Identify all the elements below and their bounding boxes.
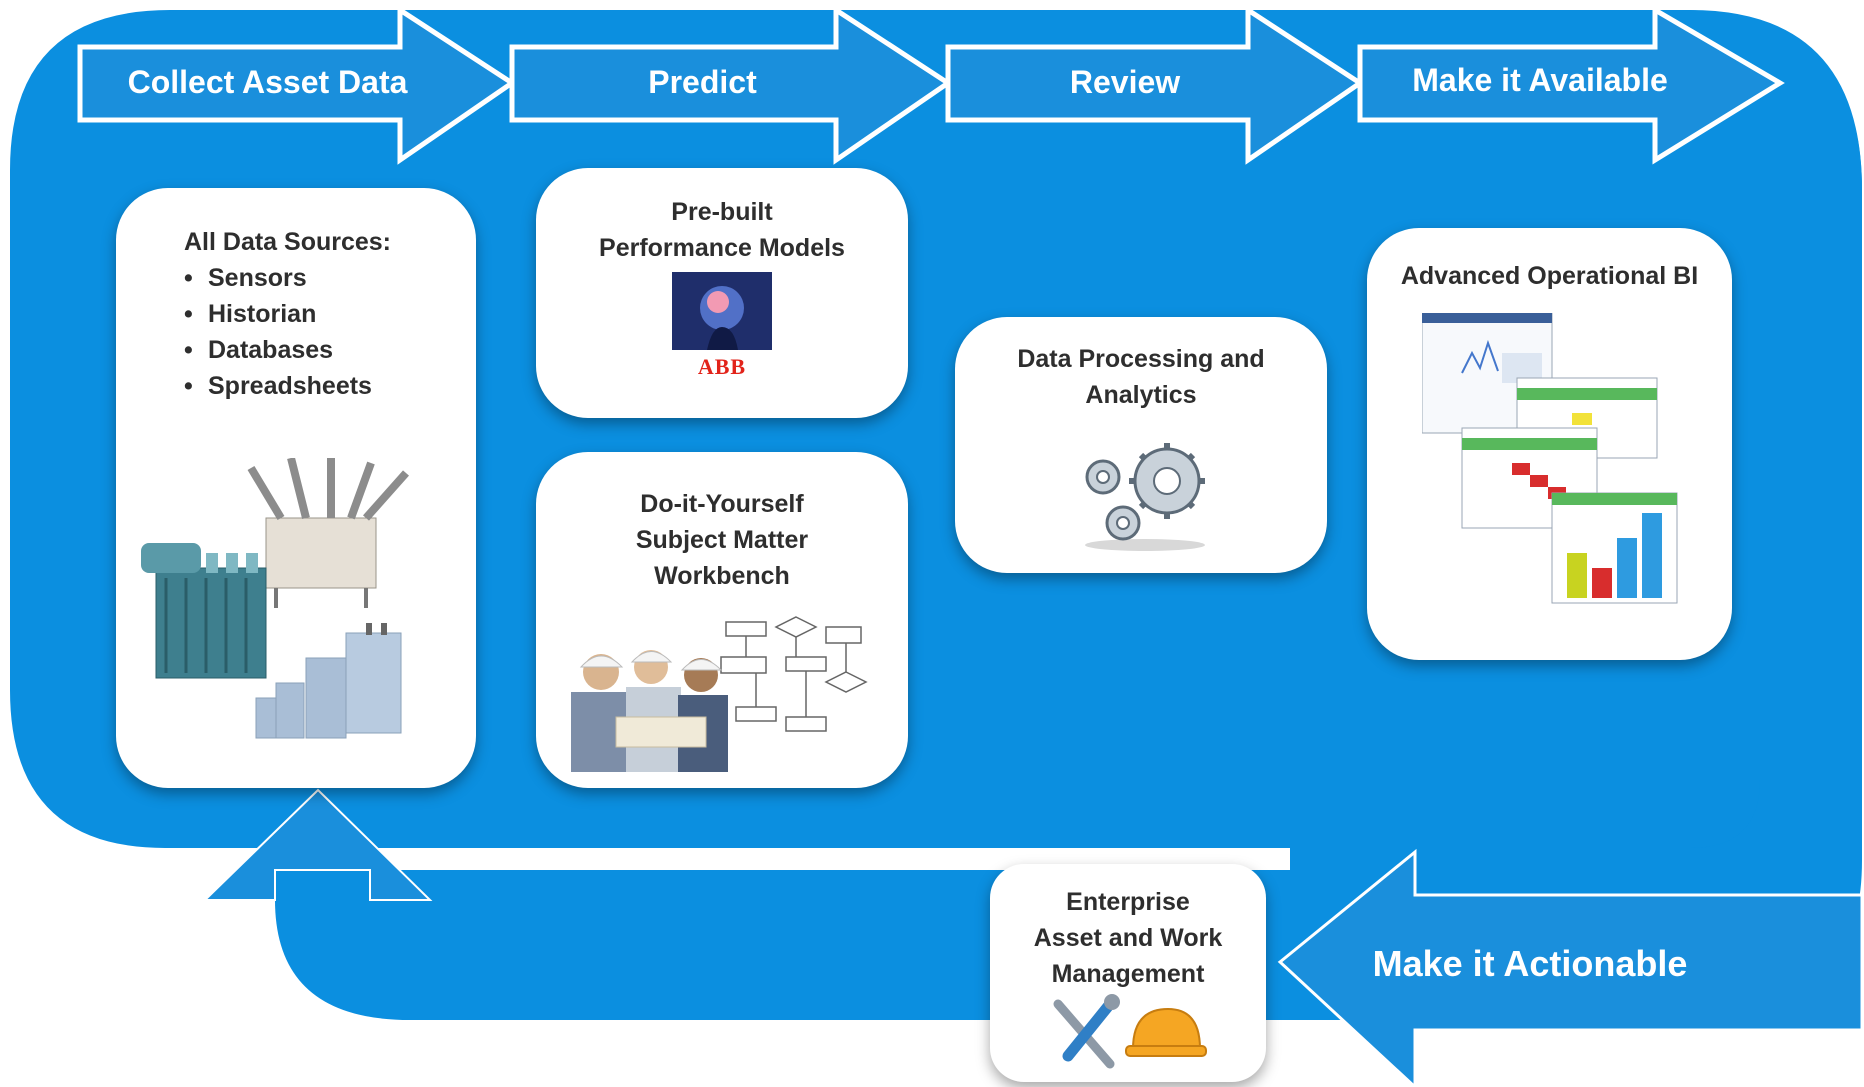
abb-logo: ABB (697, 354, 747, 379)
data-source-item: •Spreadsheets (184, 372, 372, 400)
step-label-review: Review (1069, 64, 1181, 100)
enterprise-title: Enterprise Asset and Work Management (1033, 888, 1223, 988)
data-source-item: •Historian (184, 300, 317, 328)
circuit-breaker-icon (247, 458, 409, 608)
card-prebuilt-models: Pre-built Performance Models ABB (536, 168, 908, 418)
tools-hardhat-icon (1053, 994, 1207, 1069)
card-data-processing: Data Processing and Analytics (955, 317, 1327, 573)
step-label-predict: Predict (648, 64, 757, 100)
card-enterprise-asset-management: Enterprise Asset and Work Management (990, 864, 1266, 1082)
flowchart-icon (720, 616, 868, 732)
diy-title: Do-it-Yourself Subject Matter Workbench (635, 490, 809, 590)
data-sources-list: •Sensors •Historian •Databases •Spreadsh… (184, 260, 391, 404)
process-arrows (77, 5, 1785, 165)
step-label-actionable: Make it Actionable (1372, 943, 1688, 984)
arrow-collect (77, 5, 517, 165)
bi-title: Advanced Operational BI (1400, 262, 1699, 290)
wrench-screwdriver-icon (1053, 994, 1120, 1069)
capacitor-bank-icon (255, 623, 402, 739)
transformer-icon (141, 543, 267, 679)
engineers-photo (571, 650, 728, 772)
card-data-sources: All Data Sources: •Sensors •Historian •D… (116, 188, 476, 788)
step-label-available: Make it Available (1412, 62, 1668, 98)
brain-head-icon (672, 272, 772, 350)
data-source-item: •Sensors (184, 264, 307, 292)
make-actionable-arrow (1277, 848, 1864, 1087)
hardhat-icon (1125, 1007, 1207, 1057)
arrow-available (1357, 5, 1785, 165)
engineers-flowchart-icon (571, 616, 868, 772)
card-diy-workbench: Do-it-Yourself Subject Matter Workbench (536, 452, 908, 788)
electrical-equipment-icon (141, 458, 409, 739)
up-arrow (202, 788, 433, 901)
card-operational-bi: Advanced Operational BI (1367, 228, 1732, 660)
arrow-predict (509, 5, 953, 165)
data-source-item: •Databases (184, 336, 334, 364)
arrow-review (945, 5, 1365, 165)
data-sources-title: All Data Sources: (184, 228, 392, 256)
bar-chart-icon (1551, 492, 1678, 604)
processing-title: Data Processing and Analytics (1017, 345, 1265, 409)
prebuilt-title: Pre-built Performance Models (599, 198, 845, 262)
reports-charts-icon (1422, 313, 1678, 604)
step-label-collect: Collect Asset Data (127, 64, 408, 100)
gears-icon (1085, 443, 1205, 551)
